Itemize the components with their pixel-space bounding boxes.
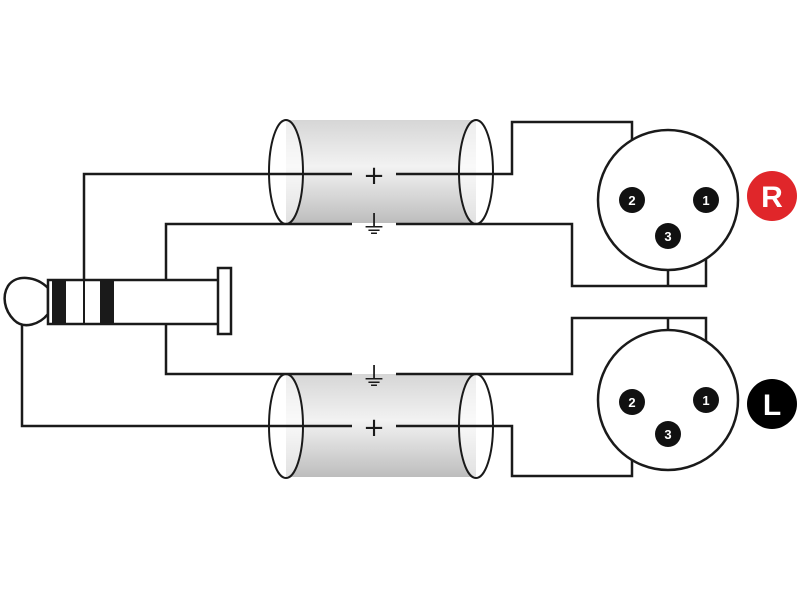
- upper-ground-symbol: ⏚: [361, 211, 387, 241]
- right-pin-1: [693, 187, 719, 213]
- svg-text:L: L: [763, 389, 781, 422]
- right-pin-3: [655, 223, 681, 249]
- right-channel-badge: R: [747, 171, 797, 221]
- upper-cable-shield: [268, 119, 494, 225]
- left-pin-2: [619, 389, 645, 415]
- svg-text:3: 3: [664, 229, 671, 244]
- left-pin-3: [655, 421, 681, 447]
- svg-text:3: 3: [664, 427, 671, 442]
- xlr-connector-right: 2 1 3: [596, 128, 740, 272]
- svg-text:R: R: [761, 181, 783, 214]
- left-channel-badge: L: [747, 379, 797, 429]
- xlr-connector-left: 2 1 3: [596, 328, 740, 472]
- svg-text:2: 2: [628, 193, 635, 208]
- left-pin-1: [693, 387, 719, 413]
- trs-jack-plug: [3, 266, 233, 336]
- lower-plus-symbol: +: [363, 413, 385, 443]
- svg-text:1: 1: [702, 393, 709, 408]
- lower-ground-symbol: ⏚: [361, 363, 387, 393]
- svg-text:1: 1: [702, 193, 709, 208]
- svg-text:2: 2: [628, 395, 635, 410]
- right-pin-2: [619, 187, 645, 213]
- upper-plus-symbol: +: [363, 161, 385, 191]
